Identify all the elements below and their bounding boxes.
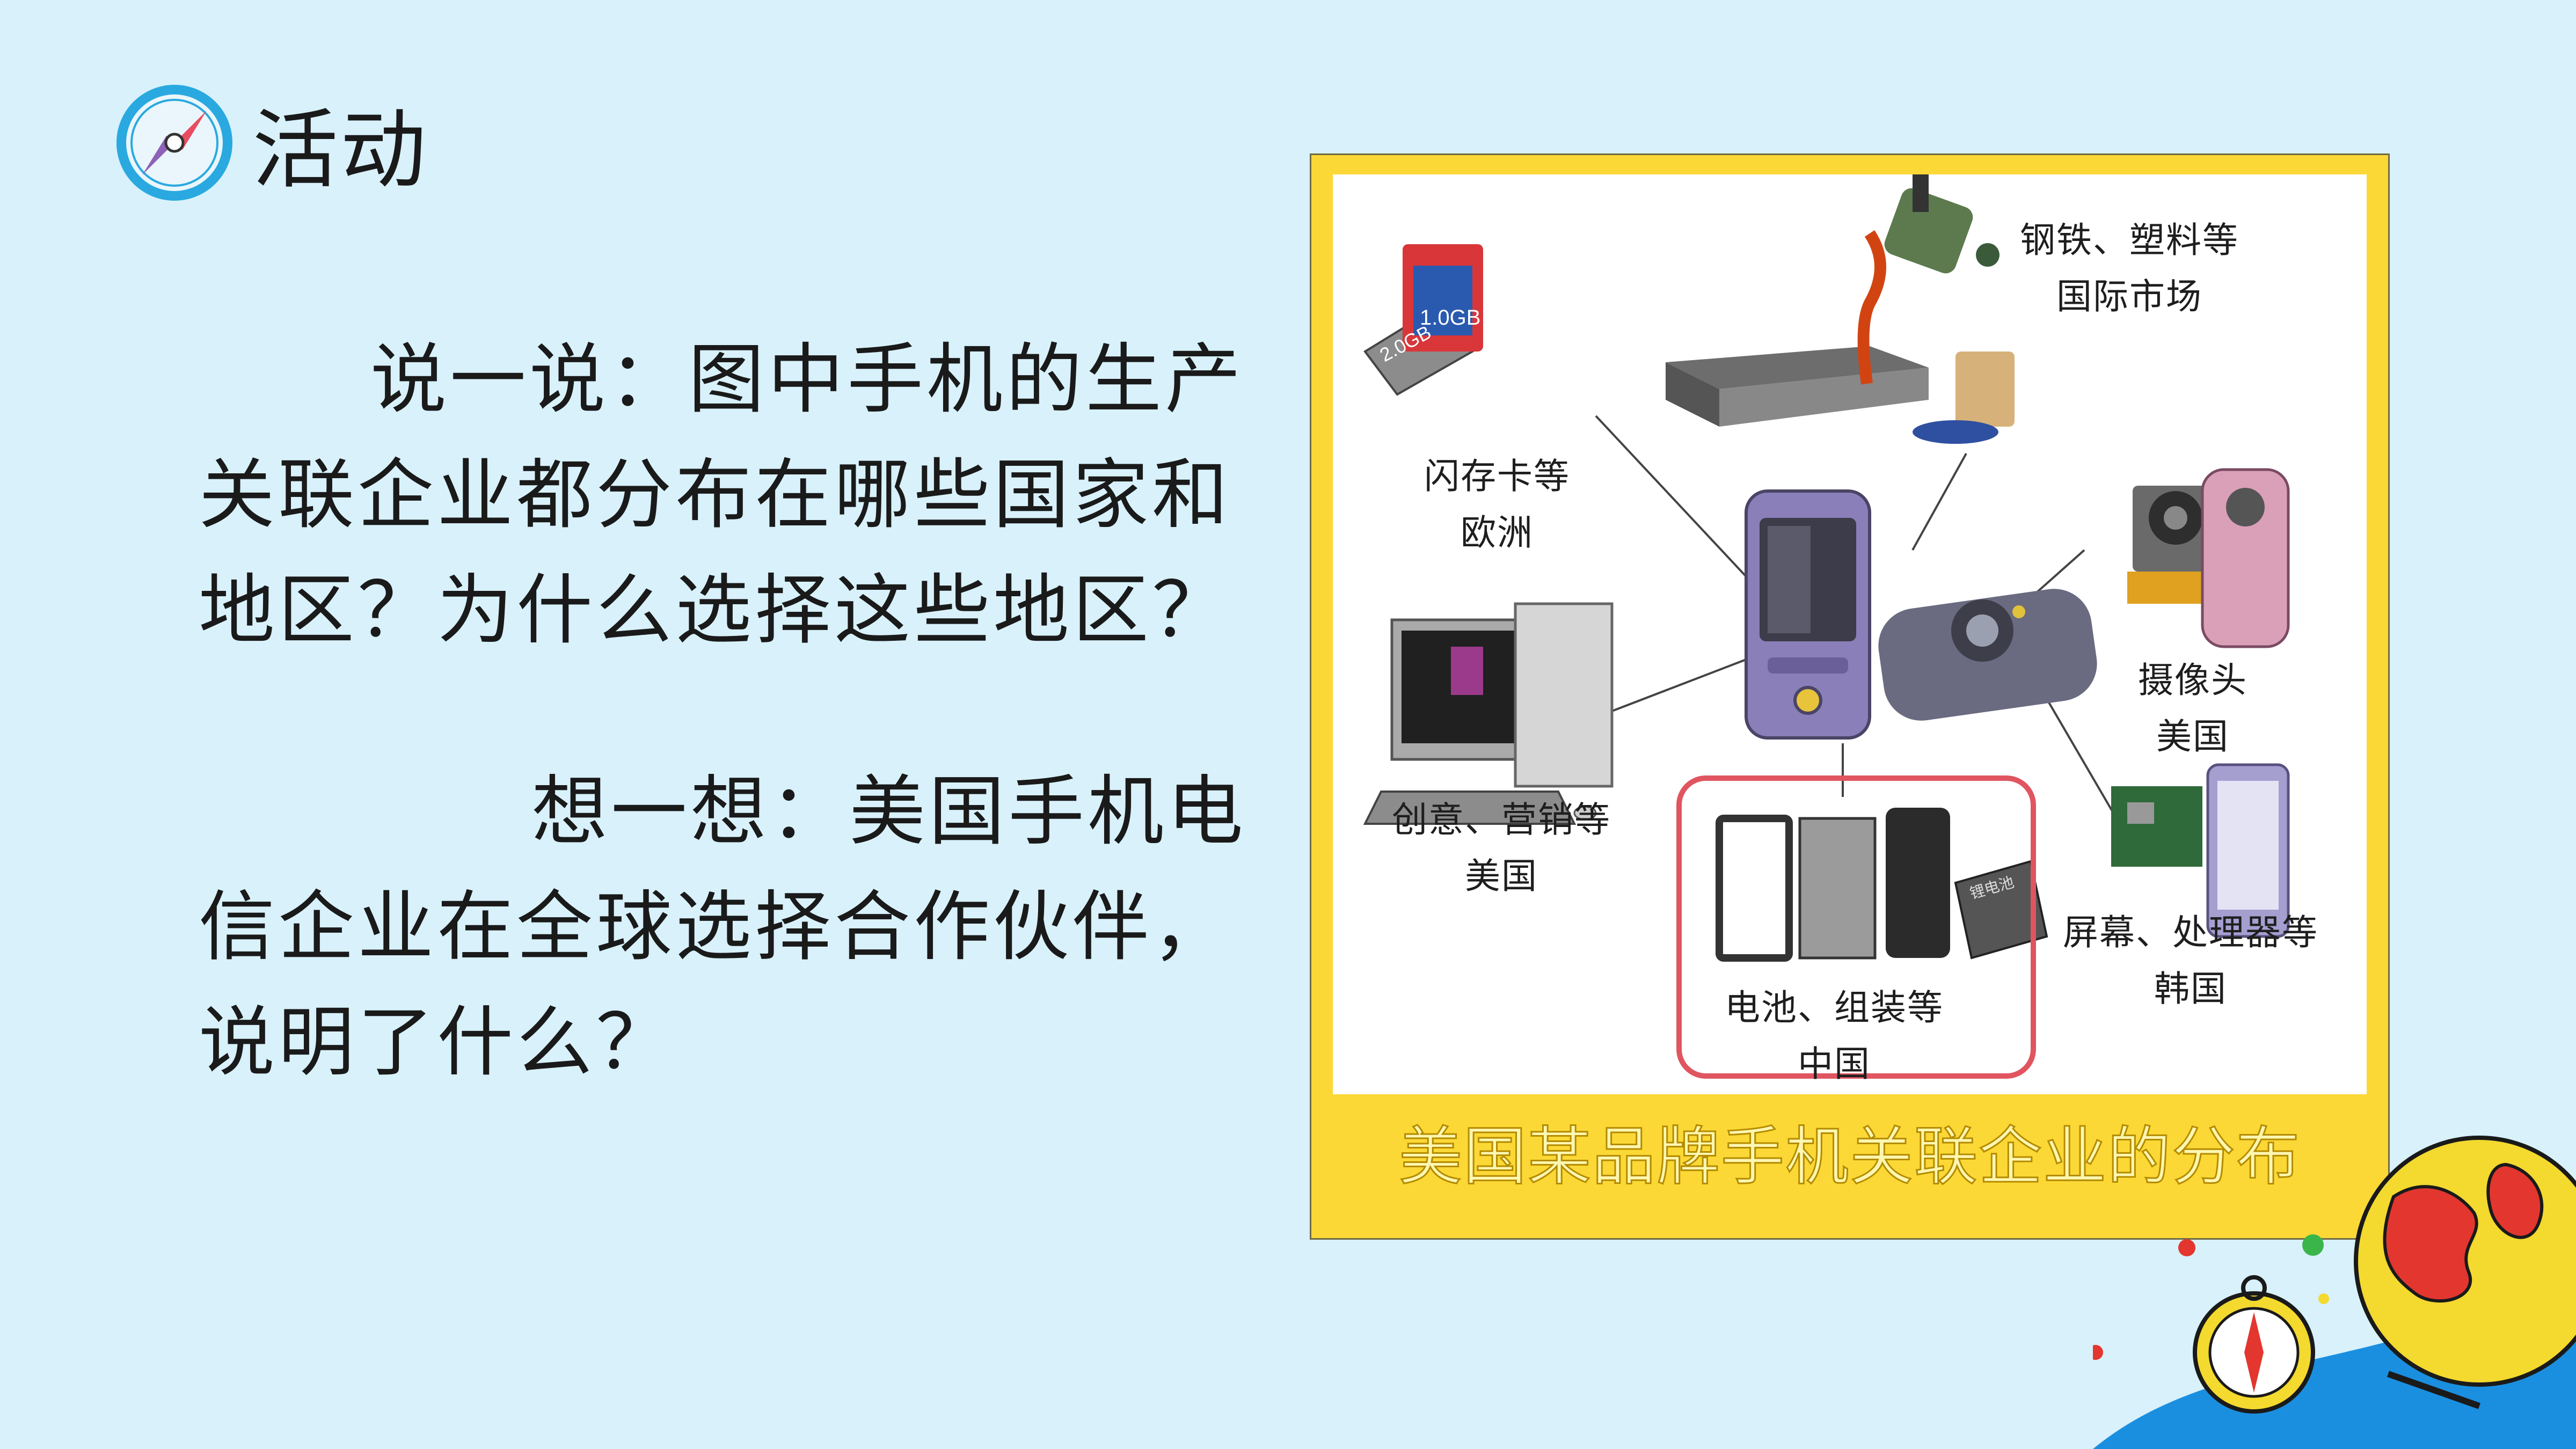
screen-processor-illustration (2111, 763, 2290, 938)
phone-illustration (1745, 489, 2097, 740)
activity-heading: 活动 (113, 80, 428, 205)
decor-globe-compass (2093, 1136, 2576, 1449)
label-battery-assembly: 电池、组装等中国 (1725, 987, 1944, 1085)
prompt-speak: 说一说：图中手机的生产关联企业都分布在哪些国家和地区？为什么选择这些地区？ (199, 335, 1244, 655)
camera-illustration (2127, 468, 2290, 648)
steel-plastic-illustration (1666, 174, 2015, 444)
computer-illustration (1363, 602, 1614, 825)
figure-panel: 2.0GB 1.0GB (1310, 153, 2390, 1240)
compass-icon (116, 85, 232, 201)
prompt-think: 想一想：美国手机电信企业在全球选择合作伙伴，说明了什么？ (199, 767, 1246, 1087)
page-title: 活动 (252, 100, 429, 200)
china-highlight-frame (1676, 775, 2036, 1079)
connector-lines (1595, 415, 2118, 819)
label-steel-plastic: 钢铁、塑料等国际市场 (2020, 219, 2239, 317)
battery-assembly-illustration: 锂电池 (1716, 808, 2048, 962)
label-creative-marketing: 创意、营销等美国 (1392, 799, 1611, 897)
label-screen-processor: 屏幕、处理器等韩国 (2063, 912, 2318, 1009)
diagram-art: 2.0GB 1.0GB (1363, 174, 2290, 1079)
figure-diagram: 2.0GB 1.0GB (1333, 174, 2367, 1094)
memory-card-illustration: 2.0GB 1.0GB (1363, 244, 1483, 396)
card-large-mark: 1.0GB (1420, 306, 1480, 330)
label-flash-card: 闪存卡等欧洲 (1424, 456, 1570, 553)
figure-caption: 美国某品牌手机关联企业的分布 (1398, 1119, 2301, 1195)
label-camera: 摄像头美国 (2138, 660, 2247, 757)
